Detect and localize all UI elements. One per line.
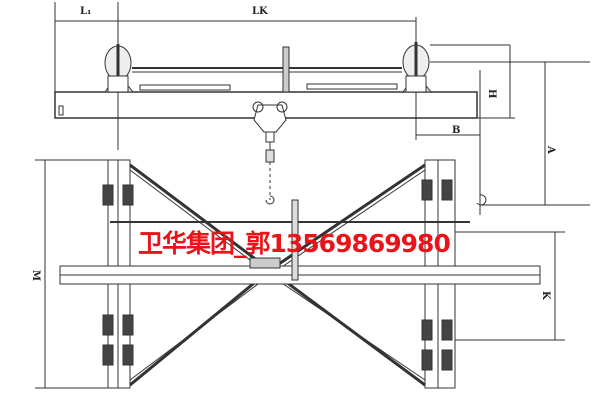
label-h: H: [486, 89, 497, 98]
drive-motor: [282, 46, 290, 93]
walkway-left: [139, 84, 231, 91]
label-m: M: [30, 270, 41, 281]
left-end-carriage: [104, 44, 135, 93]
hoist-plan: [249, 257, 281, 269]
wheel-groups: [102, 179, 453, 371]
label-lk: LK: [252, 6, 268, 17]
electric-hoist: [252, 101, 288, 205]
label-a: A: [545, 145, 556, 154]
label-b: B: [452, 125, 460, 136]
walkway-right: [306, 83, 398, 90]
label-k: K: [540, 291, 551, 300]
watermark-text: 卫华集团_郭13569869980: [138, 229, 451, 258]
girder-marker: [58, 105, 64, 116]
plan-view: [35, 159, 565, 389]
elevation-view: [54, 2, 590, 215]
right-end-carriage: [402, 42, 433, 93]
motor-plan: [291, 199, 299, 281]
label-l1: L₁: [80, 6, 91, 17]
